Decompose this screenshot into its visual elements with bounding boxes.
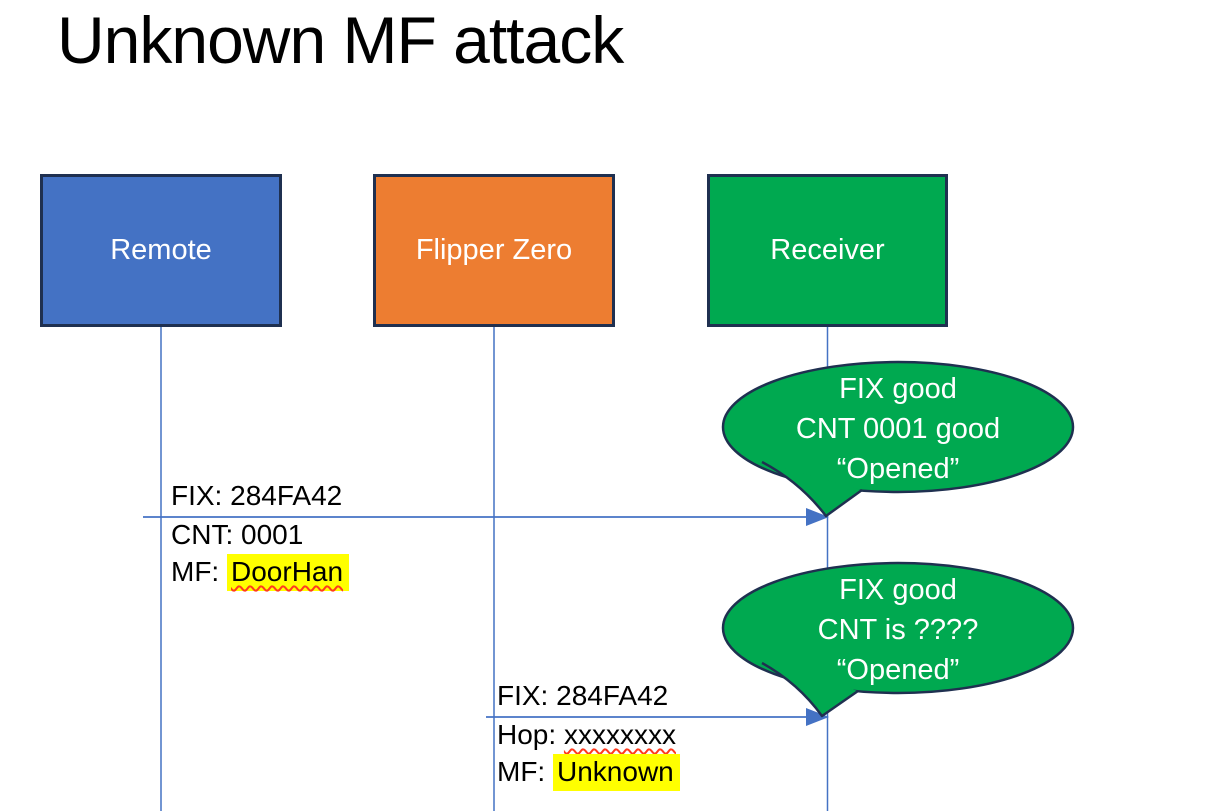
message2-mf-value-highlighted: Unknown: [553, 754, 680, 791]
arrowhead-icon: [806, 508, 829, 526]
callout-tail-2: [761, 661, 859, 718]
actor-label-receiver: Receiver: [770, 234, 885, 266]
message1-fix-label: FIX: 284FA42: [171, 480, 343, 511]
message1-cnt-label: CNT: 0001: [171, 519, 304, 550]
message2-fix-label: FIX: 284FA42: [497, 680, 669, 711]
callout2-line2: CNT is ????: [817, 614, 979, 646]
actor-label-flipper-zero: Flipper Zero: [415, 234, 573, 266]
callout2-line3: “Opened”: [836, 654, 960, 686]
callout-tail-1: [761, 460, 863, 518]
message1-mf-value-highlighted: DoorHan: [227, 554, 350, 591]
callout1-text: FIX good CNT 0001 good “Opened”: [723, 369, 1073, 489]
actor-box-remote: Remote: [40, 174, 282, 327]
message2-mf-label: MF: Unknown: [497, 754, 680, 791]
callout2-line1: FIX good: [839, 574, 957, 606]
callout-bubble-2: [721, 561, 1075, 695]
actor-box-receiver: Receiver: [707, 174, 948, 327]
message1-mf-label: MF: DoorHan: [171, 554, 350, 591]
arrowhead-icon: [806, 708, 829, 726]
message2-hop-value: xxxxxxxx: [563, 719, 676, 750]
callout2-text: FIX good CNT is ???? “Opened”: [723, 570, 1073, 690]
message2-hop-prefix: Hop:: [497, 719, 564, 750]
message1-mf-prefix: MF:: [171, 556, 227, 587]
actor-label-remote: Remote: [110, 234, 212, 266]
callout1-line1: FIX good: [839, 373, 957, 405]
callout-bubble-1: [721, 360, 1075, 494]
callout1-line2: CNT 0001 good: [795, 413, 1001, 445]
message2-hop-label: Hop: xxxxxxxx: [497, 719, 676, 751]
page-title: Unknown MF attack: [57, 3, 624, 77]
message2-mf-prefix: MF:: [497, 756, 553, 787]
actor-box-flipper-zero: Flipper Zero: [373, 174, 615, 327]
callout1-line3: “Opened”: [836, 453, 960, 485]
